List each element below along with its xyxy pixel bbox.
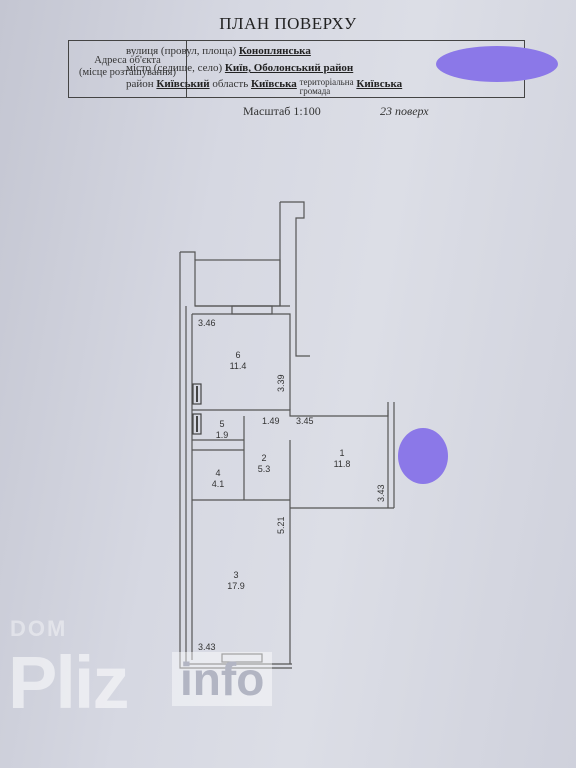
- city-value: Київ, Оболонський район: [224, 62, 354, 74]
- community-value: Київська: [356, 78, 403, 90]
- room-1-number: 1: [339, 448, 344, 458]
- scale-label: Масштаб 1:100: [243, 104, 321, 118]
- room-1-area: 11.8: [334, 459, 351, 469]
- room-5-number: 5: [219, 419, 224, 429]
- room-4-area: 4.1: [212, 479, 225, 489]
- community-label-line1: територіальна: [299, 77, 354, 87]
- city-label: місто (селище, село): [126, 62, 223, 74]
- district-value: Київський: [156, 78, 210, 90]
- address-label-cell: Адреса об'єкта (місце розташування): [69, 41, 187, 97]
- address-label-line1: Адреса об'єкта: [94, 55, 161, 66]
- room-3-label: 3 17.9: [227, 570, 245, 591]
- dim-room1-depth: 3.43: [376, 484, 386, 502]
- watermark-top-text: DOM: [10, 616, 68, 641]
- room-4-label: 4 4.1: [212, 468, 225, 489]
- room-5-label: 5 1.9: [216, 419, 229, 440]
- redaction-mark-top: [436, 46, 558, 82]
- plan-walls: [179, 201, 395, 669]
- room-2-number: 2: [261, 453, 266, 463]
- room-6-number: 6: [235, 350, 240, 360]
- room-2-label: 2 5.3: [258, 453, 271, 474]
- floor-label: 23 поверх: [380, 104, 429, 118]
- dim-bottom-width: 3.43: [198, 642, 216, 652]
- room-3-area: 17.9: [227, 581, 245, 591]
- dim-room1-width: 3.45: [296, 416, 314, 426]
- room-4-number: 4: [215, 468, 220, 478]
- room-1-label: 1 11.8: [334, 448, 351, 469]
- street-row: вулиця (провул, площа) Коноплянська: [126, 45, 311, 57]
- street-label: вулиця (провул, площа): [126, 45, 237, 57]
- city-row: місто (селище, село) Київ, Оболонський р…: [126, 62, 353, 74]
- region-value: Київська: [250, 78, 297, 90]
- dim-corridor-width: 1.49: [262, 416, 280, 426]
- community-label-line2: громада: [299, 86, 331, 96]
- document-title: ПЛАН ПОВЕРХУ: [219, 14, 357, 33]
- dim-top-width: 3.46: [198, 318, 216, 328]
- dim-room6-depth: 3.39: [276, 374, 286, 392]
- room-2-area: 5.3: [258, 464, 271, 474]
- district-row: район Київський область Київська територ…: [126, 78, 402, 96]
- address-label-line2: (місце розташування): [78, 67, 177, 78]
- room-6-label: 6 11.4: [230, 350, 247, 371]
- room-5-area: 1.9: [216, 430, 229, 440]
- door-symbols: [192, 383, 202, 435]
- watermark-brand: Pliz: [8, 641, 129, 724]
- room-6-area: 11.4: [230, 361, 247, 371]
- region-label: область: [212, 78, 249, 90]
- street-value: Коноплянська: [238, 45, 311, 57]
- watermark-suffix: info: [172, 652, 273, 706]
- redaction-mark-plan: [398, 428, 448, 484]
- community-label: територіальна громада: [300, 78, 354, 96]
- room-3-number: 3: [233, 570, 238, 580]
- district-label: район: [126, 78, 154, 90]
- dim-room3-depth: 5.21: [276, 516, 286, 534]
